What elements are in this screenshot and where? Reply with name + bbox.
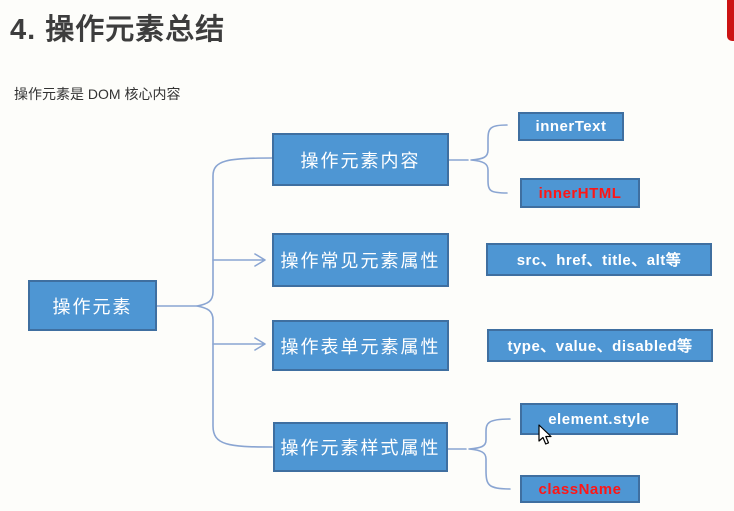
node-style-attributes: 操作元素样式属性: [273, 422, 448, 472]
node-src-href-title-alt: src、href、title、alt等: [486, 243, 712, 276]
node-label: 操作元素样式属性: [280, 438, 441, 458]
node-innertext: innerText: [518, 112, 624, 141]
node-operate-element: 操作元素: [28, 280, 157, 331]
node-label: 操作元素: [52, 296, 133, 317]
node-element-style: element.style: [520, 403, 678, 435]
node-label: src、href、title、alt等: [516, 252, 682, 269]
main-brace: [196, 157, 273, 448]
node-classname: className: [520, 475, 640, 503]
page-subtitle: 操作元素是 DOM 核心内容: [14, 86, 181, 102]
red-corner-tab: [727, 0, 734, 41]
node-element-content: 操作元素内容: [272, 133, 449, 186]
node-label: 操作表单元素属性: [280, 336, 441, 357]
arrow-to-branch-3: [212, 337, 266, 351]
node-common-attributes: 操作常见元素属性: [272, 233, 449, 287]
node-label: innerText: [535, 118, 607, 135]
node-label: className: [538, 480, 622, 498]
page-title: 4. 操作元素总结: [10, 14, 226, 46]
arrow-to-branch-2: [212, 253, 266, 267]
node-label: innerHTML: [538, 184, 622, 202]
node-form-attributes: 操作表单元素属性: [272, 320, 449, 371]
node-label: 操作常见元素属性: [280, 251, 441, 271]
node-type-value-disabled: type、value、disabled等: [487, 329, 713, 362]
branch1-brace: [470, 124, 508, 194]
node-label: element.style: [548, 410, 650, 428]
node-innerhtml: innerHTML: [520, 178, 640, 208]
node-label: 操作元素内容: [300, 150, 421, 171]
mouse-pointer-icon: [538, 424, 552, 445]
node-label: type、value、disabled等: [507, 338, 693, 355]
branch4-brace: [468, 418, 511, 490]
